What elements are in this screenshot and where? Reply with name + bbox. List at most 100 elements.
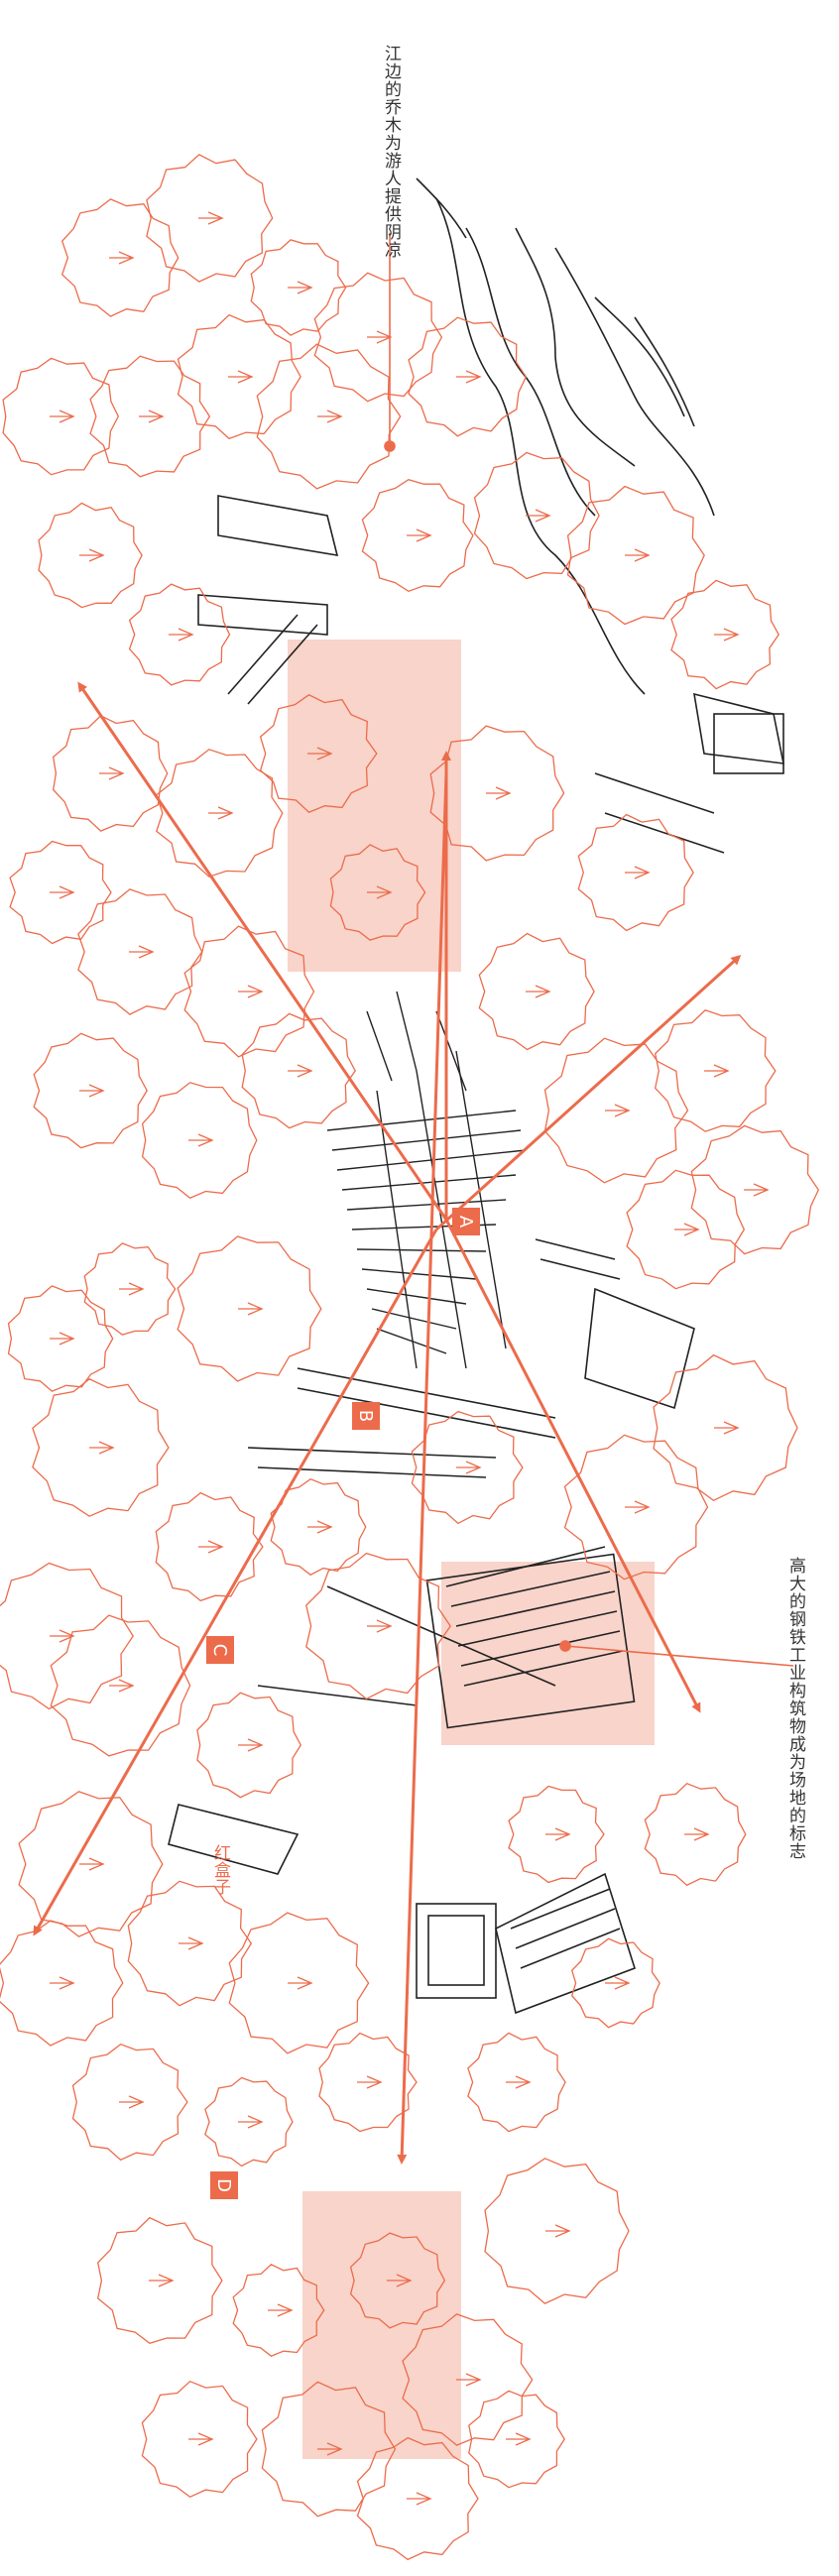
tree-canopy xyxy=(141,2380,258,2499)
tree-canopy xyxy=(473,451,600,580)
riverbank xyxy=(416,177,715,695)
tree-trunk xyxy=(456,1461,482,1474)
arrow-diagonal-2 xyxy=(434,954,742,1231)
tree-canopies xyxy=(0,154,820,2561)
tree-canopy xyxy=(232,2264,325,2357)
tree-canopy xyxy=(566,485,705,626)
tree-canopy xyxy=(83,1242,177,1336)
tree-canopy xyxy=(177,1235,322,1382)
industrial-structure xyxy=(416,1546,636,2015)
sightline-arrows xyxy=(33,681,742,2165)
tree-canopy xyxy=(467,2032,566,2133)
tree-canopy xyxy=(259,694,378,813)
tree-trunk xyxy=(506,2432,532,2446)
tree-trunk xyxy=(625,866,651,879)
tree-trunk xyxy=(99,766,125,780)
tree-canopy xyxy=(0,1562,134,1710)
tree-trunk xyxy=(288,1064,313,1078)
tree-trunk xyxy=(109,251,135,265)
tree-canopy xyxy=(411,1410,524,1525)
tree-trunk xyxy=(50,410,75,423)
tree-trunk xyxy=(317,410,343,423)
tree-canopy xyxy=(77,888,203,1015)
tree-canopy xyxy=(0,1920,124,2047)
tree-trunk xyxy=(238,985,264,998)
tree-trunk xyxy=(149,2274,175,2287)
tree-trunk xyxy=(288,1976,313,1990)
tree-trunk xyxy=(526,509,551,523)
arrow-diagonal-1 xyxy=(77,681,448,1221)
tree-canopy xyxy=(196,1692,302,1799)
tree-trunk xyxy=(307,1520,333,1534)
tree-trunk xyxy=(605,1104,631,1117)
tree-canopy xyxy=(71,2043,188,2162)
tree-trunk xyxy=(139,410,165,423)
tree-trunk xyxy=(50,885,75,899)
tree-canopy xyxy=(349,2232,446,2329)
tree-canopy xyxy=(429,725,565,862)
tree-trunk xyxy=(79,1084,105,1098)
arrow-diagonal-1b xyxy=(444,1219,701,1713)
tree-canopy xyxy=(89,355,211,478)
tree-canopy xyxy=(570,1937,660,2029)
highlight-zone-1 xyxy=(288,640,461,972)
tree-canopy xyxy=(626,1169,746,1290)
tree-canopy xyxy=(2,357,120,476)
tree-canopy xyxy=(38,502,143,609)
tree-trunk xyxy=(228,370,254,384)
annotation-river-trees: 江边的乔木为游人提供阴凉 xyxy=(381,45,401,259)
central-pavilion xyxy=(326,991,527,1369)
tree-trunk xyxy=(50,1629,75,1643)
tree-canopy xyxy=(318,2032,418,2133)
tree-trunk xyxy=(407,528,432,542)
tree-trunk xyxy=(288,281,313,294)
tree-trunk xyxy=(387,2274,413,2287)
tree-trunk xyxy=(198,1540,224,1554)
tree-canopy xyxy=(305,1552,451,1700)
callout-leaders xyxy=(384,233,794,1667)
tree-canopy xyxy=(408,316,528,437)
tree-trunk xyxy=(169,628,194,642)
tree-canopy xyxy=(18,1791,164,1937)
tree-canopy xyxy=(156,749,284,878)
tree-trunk xyxy=(486,786,512,800)
tree-trunk xyxy=(506,2075,532,2089)
zone-marker-d: D xyxy=(210,2171,238,2199)
tree-canopy xyxy=(402,2313,534,2446)
tree-trunk xyxy=(714,1421,740,1435)
tree-trunk xyxy=(605,1976,631,1990)
tree-trunk xyxy=(268,2303,294,2317)
tree-trunk xyxy=(704,1064,730,1078)
tree-trunk xyxy=(526,985,551,998)
tree-canopy xyxy=(654,1009,777,1132)
tree-canopy xyxy=(478,932,595,1051)
tree-trunk xyxy=(79,548,105,562)
tree-canopy xyxy=(250,239,347,336)
walkways xyxy=(168,495,785,1875)
tree-trunk xyxy=(50,1976,75,1990)
zone-marker-b: B xyxy=(352,1402,380,1430)
tree-trunk xyxy=(714,628,740,642)
highlight-zone-3 xyxy=(302,2191,461,2459)
tree-canopy xyxy=(96,2216,223,2345)
tree-trunk xyxy=(367,1619,393,1633)
zone-marker-c: C xyxy=(206,1636,234,1664)
tree-trunk xyxy=(545,1827,571,1841)
tree-trunk xyxy=(188,1133,214,1147)
tree-trunk xyxy=(684,1827,710,1841)
tree-trunk xyxy=(367,330,393,344)
tree-canopy xyxy=(204,2076,294,2167)
tree-canopy xyxy=(270,1477,367,1577)
tree-canopy xyxy=(50,1614,191,1757)
tree-trunk xyxy=(129,945,155,959)
tree-trunk xyxy=(109,1679,135,1693)
tree-canopy xyxy=(228,1912,370,2054)
tree-trunk xyxy=(367,885,393,899)
tree-canopy xyxy=(33,1032,148,1149)
tree-trunk xyxy=(307,747,333,761)
tree-trunk xyxy=(50,1332,75,1346)
tree-canopy xyxy=(508,1785,605,1884)
tree-trunk xyxy=(119,1282,145,1296)
tree-canopy xyxy=(183,925,315,1058)
